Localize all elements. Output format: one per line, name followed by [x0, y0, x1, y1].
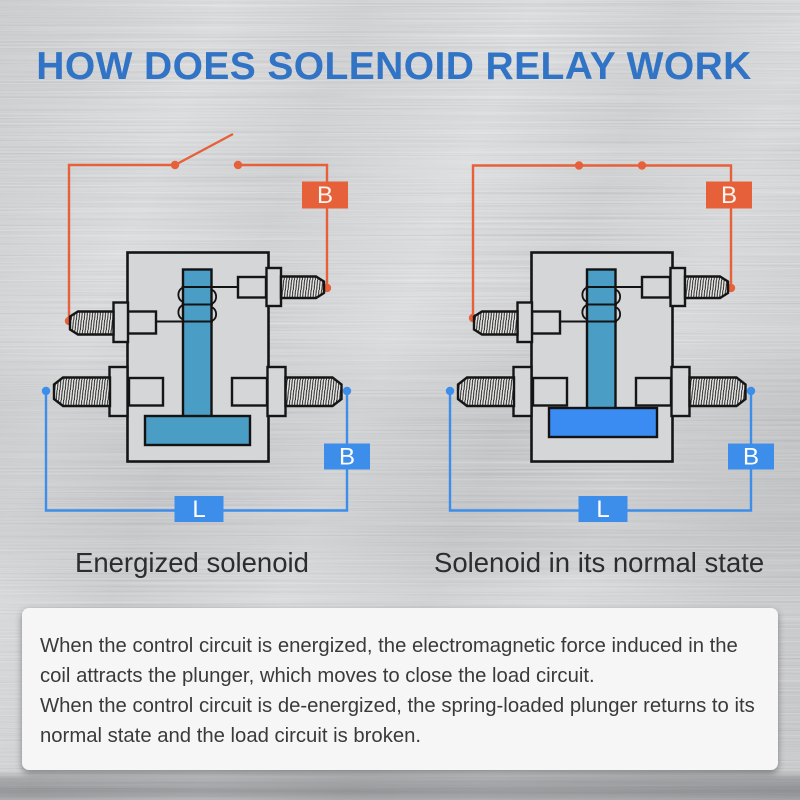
svg-text:B: B: [339, 444, 355, 471]
svg-text:L: L: [596, 496, 609, 523]
svg-text:B: B: [317, 182, 333, 209]
svg-text:L: L: [192, 496, 205, 523]
svg-text:B: B: [743, 444, 759, 471]
svg-text:B: B: [721, 182, 737, 209]
